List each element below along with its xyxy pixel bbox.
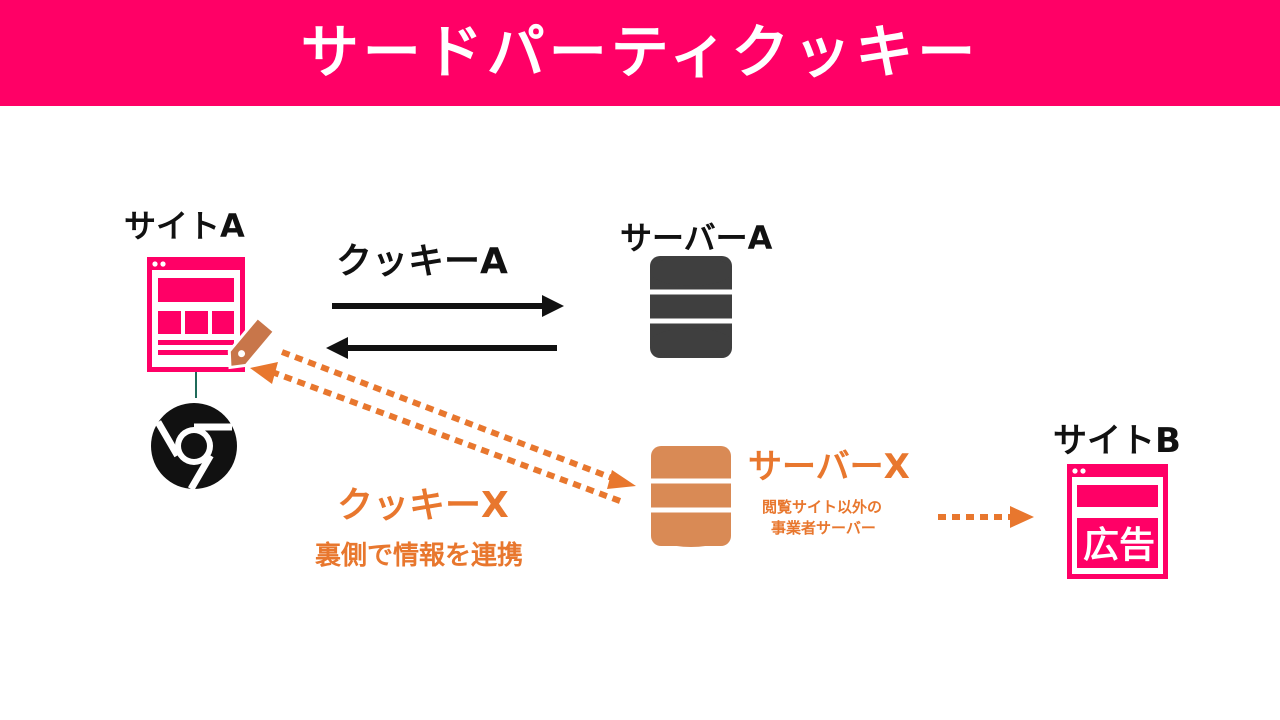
chrome-icon <box>151 403 237 491</box>
server-x-note-line1: 閲覧サイト以外の <box>762 498 883 516</box>
cookie-x-label: クッキーX <box>337 485 509 526</box>
cookie-x-caption: 裏側で情報を連携 <box>315 541 524 571</box>
site-a-label: サイトA <box>124 207 245 245</box>
server-a-label: サーバーA <box>620 219 773 257</box>
site-b-label: サイトB <box>1053 421 1181 461</box>
cookie-a-request-arrow <box>332 295 564 317</box>
server-a-database-icon <box>650 256 732 358</box>
site-b-ad-label: 広告 <box>1082 525 1155 566</box>
cookie-a-response-arrow <box>326 337 557 359</box>
cookie-tag-icon <box>227 315 277 370</box>
header-banner: サードパーティクッキー <box>0 0 1280 106</box>
server-x-to-site-b-arrow <box>938 506 1034 528</box>
page-title: サードパーティクッキー <box>300 18 980 86</box>
server-x-database-icon <box>651 446 731 547</box>
cookie-x-sync-arrow <box>250 349 636 504</box>
cookie-a-label: クッキーA <box>336 241 508 282</box>
server-x-label: サーバーX <box>748 447 910 487</box>
site-b-window-icon <box>1067 464 1168 579</box>
server-x-note-line2: 事業者サーバー <box>771 519 876 537</box>
